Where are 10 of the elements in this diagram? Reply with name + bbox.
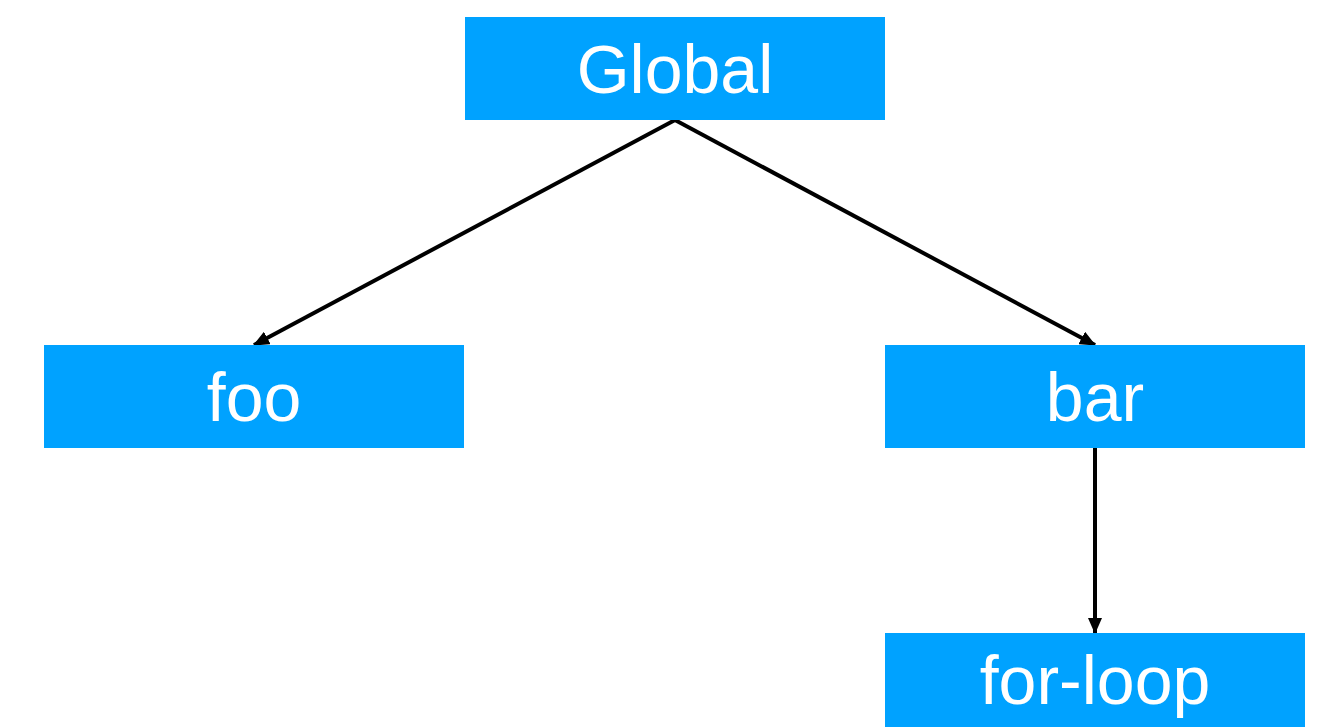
node-label: foo	[206, 362, 302, 431]
arrow	[674, 118, 1096, 347]
node-label: bar	[1045, 362, 1145, 431]
arrow	[1088, 448, 1102, 634]
node-label: Global	[576, 34, 774, 103]
process-box	[465, 17, 885, 120]
arrow	[253, 118, 676, 347]
process-box	[44, 345, 464, 448]
process-box	[885, 345, 1305, 448]
process-box	[885, 633, 1305, 727]
